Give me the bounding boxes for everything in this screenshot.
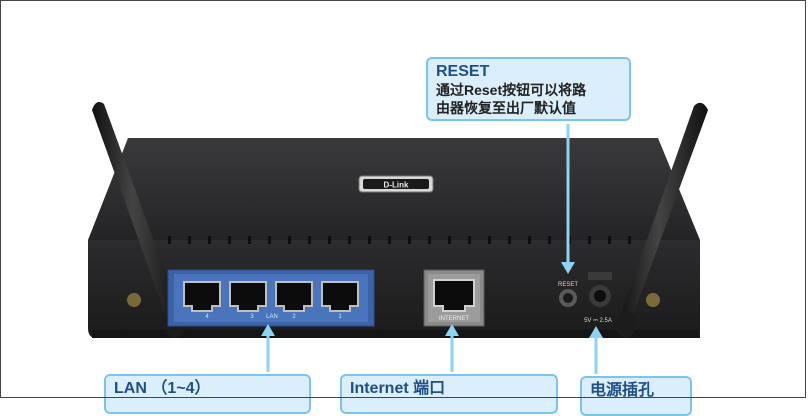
power-jack-area: 5V ⎓ 2.5A: [584, 272, 612, 324]
leader-arrowheads: [261, 262, 603, 338]
reset-callout-line1: 通过Reset按钮可以将路: [436, 82, 587, 98]
brand-logo: D-Link: [358, 175, 434, 193]
lan-port-1: [321, 281, 359, 312]
reset-arrow-icon: [561, 262, 575, 274]
internet-label: INTERNET: [439, 316, 469, 322]
antenna-connector-right: [646, 293, 660, 307]
reset-callout: RESET 通过Reset按钮可以将路 由器恢复至出厂默认值: [426, 57, 631, 121]
lan-arrow-icon: [261, 324, 275, 336]
lan-callout-title: LAN （1~4）: [114, 380, 211, 397]
lan-port-4: [183, 281, 221, 312]
power-arrow-icon: [589, 326, 603, 338]
lan-port-number-4: 4: [205, 314, 209, 320]
reset-callout-line2: 由器恢复至出厂默认值: [436, 100, 576, 116]
internet-port: [433, 279, 475, 312]
vent-slots: [168, 236, 631, 244]
lan-port-2: [275, 281, 313, 312]
power-callout-title: 电源插孔: [590, 382, 655, 399]
antenna-connector-left: [127, 293, 141, 307]
power-rating-label: 5V ⎓ 2.5A: [584, 318, 612, 324]
reset-button: [563, 293, 573, 303]
lan-port-3: [229, 281, 267, 312]
lan-port-number-3: 3: [250, 314, 254, 320]
reset-button-area: RESET: [558, 282, 578, 307]
brand-logo-text: D-Link: [384, 181, 409, 190]
image-border: [0, 0, 806, 398]
lan-port-number-2: 2: [292, 314, 296, 320]
lan-label: LAN: [266, 314, 278, 320]
reset-label: RESET: [558, 282, 578, 288]
internet-callout-title: Internet 端口: [350, 380, 446, 397]
router-illustration: D-Link 4 3 LAN 2 1: [88, 102, 708, 374]
reset-callout-title: RESET: [436, 63, 490, 80]
internet-port-panel: INTERNET: [423, 269, 485, 327]
lan-port-number-1: 1: [338, 314, 342, 320]
router-bottom-edge: [92, 330, 698, 338]
power-jack: [594, 290, 606, 302]
lan-ports: [183, 281, 359, 312]
antenna-right: [616, 102, 708, 338]
internet-arrow-icon: [445, 324, 459, 336]
